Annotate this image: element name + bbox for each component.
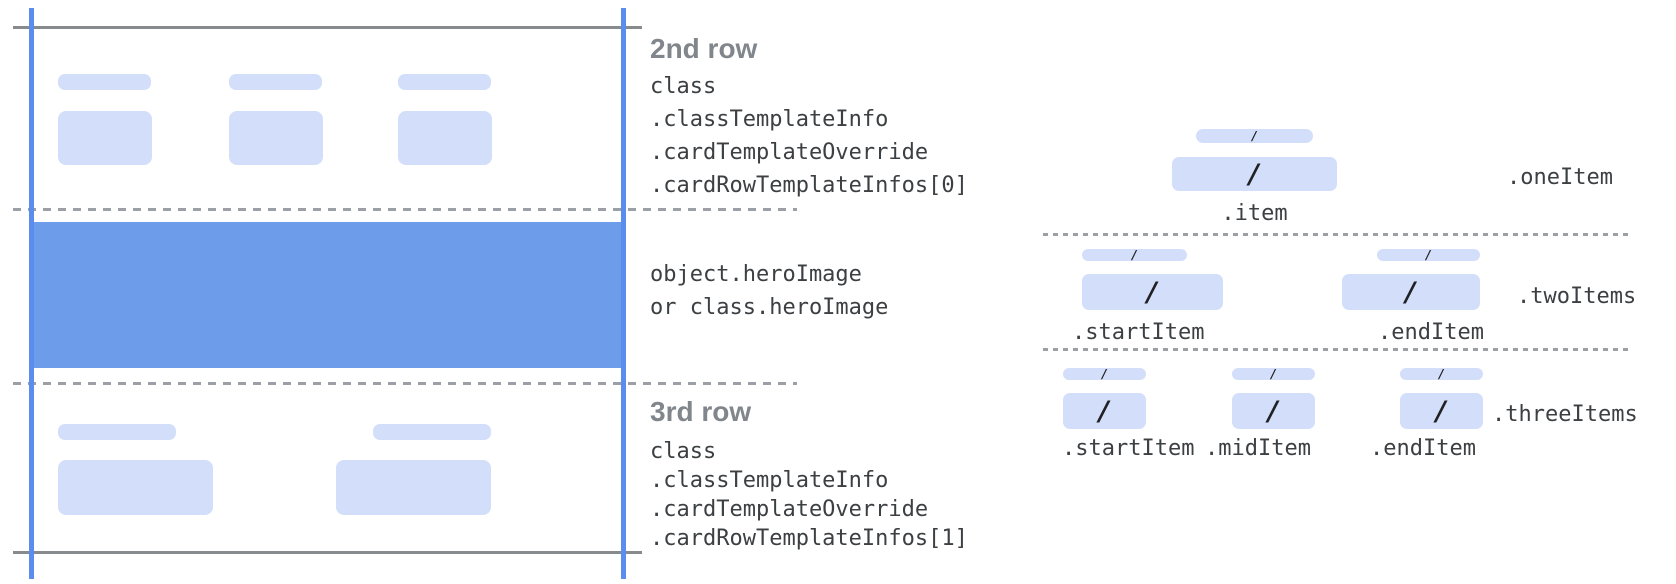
- item-label: .item: [1221, 201, 1288, 226]
- start-item-label: .startItem: [1062, 436, 1195, 461]
- slash-glyph: /: [1130, 248, 1139, 262]
- row2-col3-value-placeholder: [398, 111, 492, 165]
- three-items-end-label-bar: /: [1400, 367, 1483, 381]
- two-three-divider-dashed-line: [1043, 348, 1630, 351]
- code-line: .cardTemplateOverride: [650, 140, 929, 165]
- slash-glyph: /: [1437, 367, 1446, 381]
- hero-image-path: object.heroImage or class.heroImage: [650, 258, 888, 324]
- row3-end-label-placeholder: [373, 424, 491, 440]
- two-items-start-label-bar: /: [1082, 248, 1187, 262]
- row2-col1-label-placeholder: [58, 74, 151, 90]
- card-left-edge-guide: [29, 8, 34, 579]
- code-line: or class.heroImage: [650, 295, 889, 320]
- end-item-label: .endItem: [1370, 436, 1476, 461]
- card-bottom-edge-line: [13, 551, 642, 554]
- code-line: .cardRowTemplateInfos[1]: [650, 526, 968, 551]
- three-items-end-value-bar: /: [1400, 393, 1483, 429]
- row2-heading: 2nd row: [650, 33, 758, 64]
- two-items-start-value-bar: /: [1082, 274, 1223, 310]
- start-item-label: .startItem: [1072, 320, 1205, 345]
- code-line: .cardRowTemplateInfos[0]: [650, 173, 968, 198]
- row3-end-value-placeholder: [336, 460, 491, 515]
- three-items-mid-label-bar: /: [1232, 367, 1315, 381]
- code-line: object.heroImage: [650, 262, 862, 287]
- two-items-end-value-bar: /: [1342, 274, 1480, 310]
- slash-glyph: /: [1096, 395, 1113, 427]
- slash-glyph: /: [1265, 395, 1282, 427]
- slash-glyph: /: [1246, 158, 1263, 190]
- three-items-start-label-bar: /: [1063, 367, 1146, 381]
- row3-heading: 3rd row: [650, 396, 752, 427]
- one-item-value-bar: /: [1172, 157, 1337, 191]
- row2-class-path: class .classTemplateInfo .cardTemplateOv…: [650, 70, 968, 202]
- hero-image-area: [31, 222, 624, 368]
- row3-start-value-placeholder: [58, 460, 213, 515]
- code-line: .classTemplateInfo: [650, 468, 889, 493]
- end-item-label: .endItem: [1378, 320, 1484, 345]
- slash-glyph: /: [1402, 276, 1420, 308]
- two-items-end-label-bar: /: [1377, 248, 1480, 262]
- row2-col3-label-placeholder: [398, 74, 491, 90]
- code-line: class: [650, 74, 717, 99]
- slash-glyph: /: [1144, 276, 1161, 308]
- three-items-row-label: .threeItems: [1492, 402, 1638, 427]
- row2-col2-value-placeholder: [229, 111, 323, 165]
- code-line: .classTemplateInfo: [650, 107, 889, 132]
- card-right-edge-guide: [621, 8, 626, 579]
- code-line: class: [650, 439, 717, 464]
- slash-glyph: /: [1433, 395, 1450, 427]
- row3-start-label-placeholder: [58, 424, 176, 440]
- mid-item-label: .midItem: [1205, 436, 1311, 461]
- slash-glyph: /: [1250, 129, 1259, 143]
- hero-row3-divider-dashed-line: [13, 382, 797, 385]
- three-items-start-value-bar: /: [1063, 393, 1146, 429]
- slash-glyph: /: [1269, 367, 1278, 381]
- slash-glyph: /: [1100, 367, 1109, 381]
- code-line: .cardTemplateOverride: [650, 497, 929, 522]
- row2-col2-label-placeholder: [229, 74, 322, 90]
- row2-hero-divider-dashed-line: [13, 208, 797, 211]
- one-item-label-bar: /: [1196, 129, 1313, 143]
- one-two-divider-dashed-line: [1043, 233, 1630, 236]
- row2-col1-value-placeholder: [58, 111, 152, 165]
- card-top-edge-line: [13, 26, 642, 29]
- two-items-row-label: .twoItems: [1517, 284, 1637, 309]
- slash-glyph: /: [1424, 248, 1433, 262]
- row3-class-path: class .classTemplateInfo .cardTemplateOv…: [650, 437, 968, 553]
- one-item-row-label: .oneItem: [1507, 165, 1613, 190]
- three-items-mid-value-bar: /: [1232, 393, 1315, 429]
